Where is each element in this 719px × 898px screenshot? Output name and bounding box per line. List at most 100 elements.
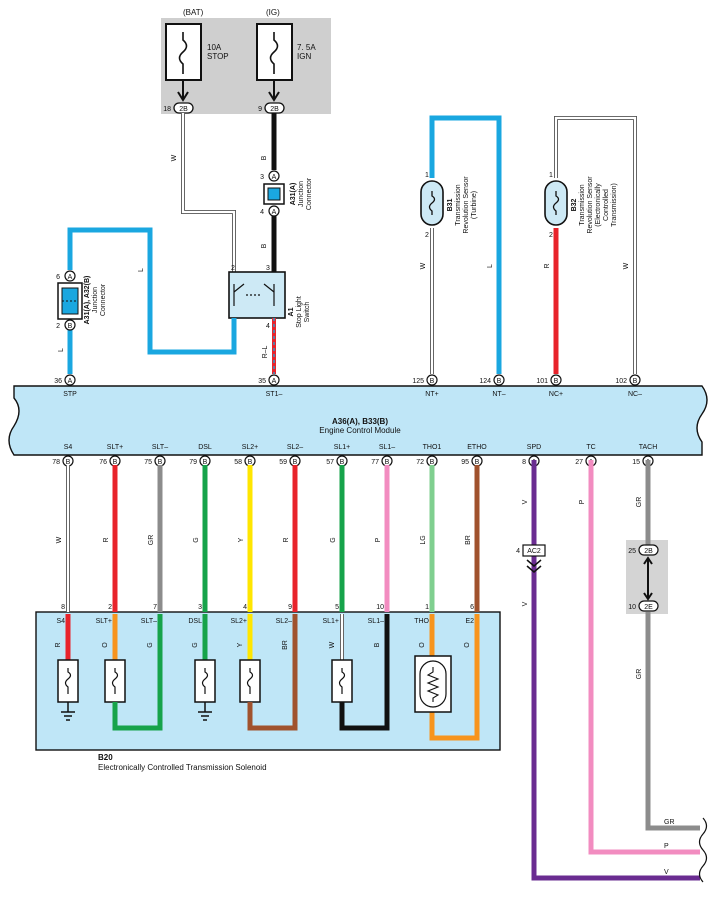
ign-fuse — [256, 23, 293, 81]
ecm-bottom-pin-conn: B — [385, 459, 390, 466]
ecm-top-pin-circle — [629, 374, 641, 386]
solenoid-id: B20 — [98, 753, 113, 762]
solenoid-pin-number: 7 — [153, 604, 157, 611]
ecm-bottom-pin-number: 15 — [632, 459, 640, 466]
wire-label-a32-l-top: L — [138, 268, 145, 272]
stop-fuse-amp: 10A — [207, 43, 222, 52]
wire-label-b31-w: W — [420, 262, 427, 269]
a32-pin-bottom: 2 — [56, 323, 60, 330]
wire-nc-minus-white — [554, 116, 637, 374]
solenoid-pin-number: 5 — [335, 604, 339, 611]
break-mark — [698, 817, 708, 883]
ecm-top-pin-label: NT+ — [425, 391, 438, 398]
ecm-body — [8, 385, 708, 456]
ecm-bottom-pin-number: 8 — [522, 459, 526, 466]
ac2-label: AC2 — [527, 548, 541, 555]
solenoid-wire-color: BR — [465, 535, 472, 545]
solenoid-inner-color: Y — [237, 642, 244, 647]
solenoid-wire-color: LG — [420, 535, 427, 544]
ecm-top-pin-number: 102 — [615, 378, 627, 385]
ecm-bottom-pin-label: SL2– — [287, 444, 303, 451]
a32-name-2: Connector — [100, 283, 107, 316]
b32-name-2: Revolution Sensor — [587, 176, 594, 234]
wire-label-rl: R–L — [262, 345, 269, 358]
ecm-bottom-pin-conn: B — [475, 459, 480, 466]
solenoid-inner-color: O — [102, 642, 109, 648]
solenoid-name: Electronically Controlled Transmission S… — [98, 763, 267, 772]
b31-pin-bottom: 2 — [425, 232, 429, 239]
a31-id: A31(A) — [290, 183, 297, 206]
solenoid-inner-color: O — [419, 642, 426, 648]
ecm-bottom-pin-conn: B — [113, 459, 118, 466]
switch-name-1: Stop Light — [296, 296, 303, 328]
bat-label: (BAT) — [183, 8, 204, 17]
a31-name-1: Junction — [298, 181, 305, 207]
solenoid-wire-color: R — [283, 537, 290, 542]
joint-top-conn: 2B — [644, 548, 653, 555]
switch-id: A1 — [288, 307, 295, 316]
ecm-bottom-pin-number: 76 — [99, 459, 107, 466]
ecm-top-pin-circle — [493, 374, 505, 386]
solenoid-pin-number: 9 — [288, 604, 292, 611]
switch-pin-2: 2 — [231, 265, 235, 272]
b32-name-1: Transmission — [579, 184, 586, 225]
ecm-bottom-pin-conn: B — [340, 459, 345, 466]
ecm-top-pin-conn: B — [430, 378, 435, 385]
ecm-bottom-pin-label: SL1+ — [334, 444, 351, 451]
solenoid-inner-color: G — [147, 642, 154, 647]
ecm-bottom-pin-number: 77 — [371, 459, 379, 466]
solenoid-inner-color: BR — [282, 640, 289, 650]
wire-stp-blue-loop — [67, 227, 237, 355]
solenoid-inner-color: R — [55, 642, 62, 647]
a32-pin-top: 6 — [56, 274, 60, 281]
a31-name-2: Connector — [306, 177, 313, 210]
solenoid-pin-label: THO — [414, 618, 429, 625]
ecm-bottom-pin-label: SLT+ — [107, 444, 123, 451]
solenoid-inner-color: G — [192, 642, 199, 647]
solenoid-pin-label: DSL — [188, 618, 202, 625]
ecm-bottom-pins: S4B78SLT+B76SLT–B75DSLB79SL2+B58SL2–B59S… — [52, 444, 657, 467]
solenoid-wire-color: Y — [238, 537, 245, 542]
a32-conn-top: A — [68, 274, 73, 281]
solenoid-pin-number: 8 — [61, 604, 65, 611]
ecm-bottom-pin-label: S4 — [64, 444, 73, 451]
b32-name-3: (Electronically — [595, 183, 602, 227]
solenoid-pin-number: 2 — [108, 604, 112, 611]
switch-pin-4: 4 — [266, 323, 270, 330]
a32-id: A31(A), A32(B) — [84, 276, 91, 325]
ecm-bottom-pin-label: SL2+ — [242, 444, 259, 451]
solenoid-pin-number: 6 — [470, 604, 474, 611]
b31-id: B31 — [447, 198, 454, 211]
ecm-top-pin-conn: A — [272, 378, 277, 385]
ecm-bottom-pin-number: 59 — [279, 459, 287, 466]
ecm-top-pin-label: NC+ — [549, 391, 563, 398]
b32-pin-top: 1 — [549, 172, 553, 179]
joint-bottom-conn: 2E — [644, 604, 653, 611]
wire-label-ign-b2: B — [261, 243, 268, 248]
wire-stop-white — [181, 113, 236, 272]
ecm-bottom-pin-conn: B — [248, 459, 253, 466]
ecm-bottom-pin-number: 75 — [144, 459, 152, 466]
solenoid-wire-color: G — [193, 537, 200, 542]
solenoid-pin-label: SL2– — [276, 618, 292, 625]
switch-name-2: Switch — [304, 302, 311, 323]
ecm-bottom-pin-number: 58 — [234, 459, 242, 466]
switch-pin-3: 3 — [266, 265, 270, 272]
ecm-bottom-pin-label: SPD — [527, 444, 541, 451]
ecm-bottom-pin-label: SL1– — [379, 444, 395, 451]
wire-label-tach-gr2: GR — [636, 669, 643, 680]
joint-top-pin: 25 — [628, 548, 636, 555]
ecm-top-pin-number: 124 — [479, 378, 491, 385]
ecm-bottom-pin-conn: B — [430, 459, 435, 466]
wire-label-tc-p: P — [579, 499, 586, 504]
b31-name-2: Revolution Sensor — [463, 176, 470, 234]
solenoid-wire-color: R — [103, 537, 110, 542]
stop-fuse — [165, 23, 202, 81]
solenoid-pin-number: 10 — [376, 604, 384, 611]
wire-label-b32-w: W — [623, 262, 630, 269]
solenoid-wire-color: G — [330, 537, 337, 542]
wire-spd-violet — [531, 460, 700, 881]
ign-fuse-amp: 7. 5A — [297, 43, 316, 52]
a31-top-conn: A — [272, 174, 277, 181]
